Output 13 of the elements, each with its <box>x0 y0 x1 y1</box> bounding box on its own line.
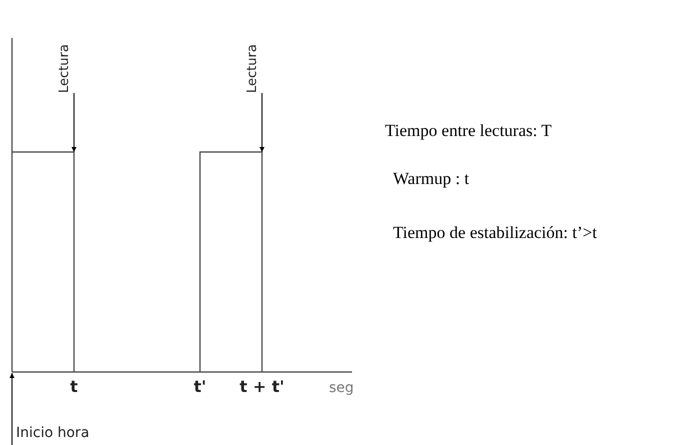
tick-label: t <box>70 379 78 395</box>
tick-label: t + t' <box>240 379 284 395</box>
axis-unit-label: seg <box>329 381 354 395</box>
note-text: Tiempo entre lecturas: T <box>385 122 552 139</box>
start-label: Inicio hora <box>16 426 90 440</box>
tick-label: t' <box>194 379 206 395</box>
reading-label: Lectura <box>58 44 71 93</box>
reading-label: Lectura <box>246 44 259 93</box>
note-text: Tiempo de estabilización: t’>t <box>393 224 597 241</box>
arrow <box>10 373 14 445</box>
note-text: Warmup : t <box>393 170 470 187</box>
leader-line <box>260 93 264 152</box>
leader-line <box>72 93 76 152</box>
